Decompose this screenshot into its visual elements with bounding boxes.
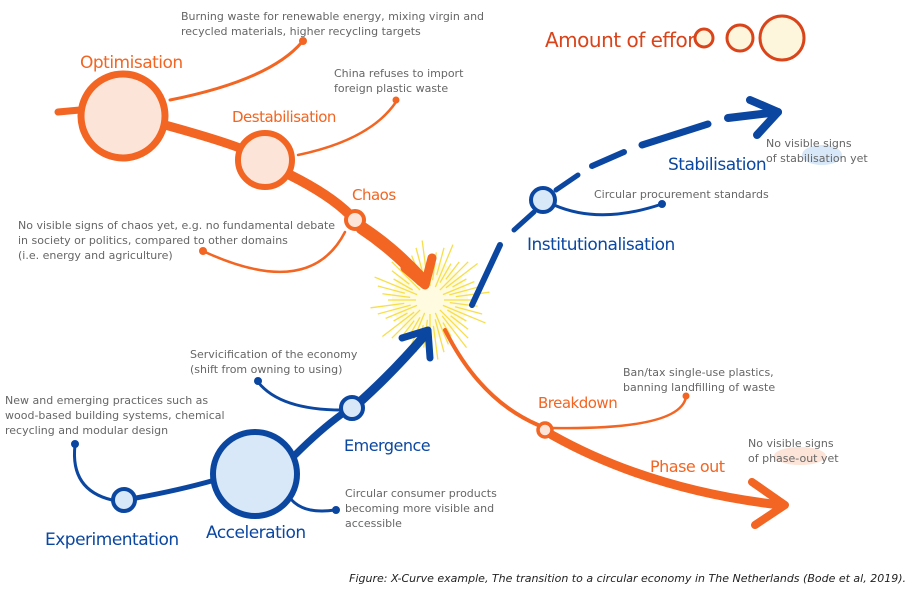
chaos-label: Chaos (352, 186, 396, 204)
note-line: wood-based building systems, chemical (5, 409, 225, 422)
breakdown-label: Breakdown (538, 394, 617, 412)
acceleration-effort-circle (210, 429, 300, 519)
optimisation-effort-circle (77, 70, 169, 162)
burst-ray (434, 312, 449, 345)
institutionalisation-note: Circular procurement standards (594, 188, 769, 201)
note-line: of stabilisation yet (766, 152, 868, 165)
burst-ray (370, 302, 405, 309)
experimentation-label: Experimentation (45, 530, 179, 550)
burst-ray (434, 319, 445, 353)
burst-ray (393, 278, 414, 291)
destabilisation-label: Destabilisation (232, 108, 336, 126)
burst-ray (393, 312, 408, 322)
burst-ray (391, 309, 421, 339)
note-line: accessible (345, 517, 402, 530)
acceleration-label: Acceleration (206, 523, 306, 543)
stabilisation-curve (469, 96, 782, 308)
chaos-effort-circle (344, 209, 366, 231)
note-line: No visible signs of chaos yet, e.g. no f… (18, 219, 335, 232)
institutionalisation-effort-circle (529, 186, 557, 214)
burst-ray (442, 322, 452, 337)
legend-circle-large (758, 14, 806, 62)
figure-caption: Figure: X-Curve example, The transition … (349, 572, 906, 585)
destabilisation-effort-circle (235, 130, 295, 190)
emergence-curve (71, 326, 434, 514)
note-line: of phase-out yet (748, 452, 839, 465)
note-line: Burning waste for renewable energy, mixi… (181, 10, 484, 23)
note-line: Ban/tax single-use plastics, (623, 366, 774, 379)
emergence-effort-circle (339, 395, 365, 421)
acceleration-note: Circular consumer products becoming more… (345, 487, 497, 530)
burst-ray (382, 311, 415, 338)
stabilisation-highlight (802, 145, 842, 165)
breakdown-note: Ban/tax single-use plastics, banning lan… (623, 366, 775, 394)
destabilisation-note: China refuses to import foreign plastic … (334, 67, 464, 95)
note-line: No visible signs (766, 137, 852, 150)
note-line: New and emerging practices such as (5, 394, 208, 407)
burst-ray (445, 262, 478, 289)
burst-ray (445, 261, 460, 280)
burst-ray (454, 306, 483, 315)
burst-ray (377, 285, 406, 294)
burst-ray (442, 304, 486, 324)
burst-ray (439, 263, 452, 284)
burst-ray (434, 244, 454, 288)
emergence-note: Servicification of the economy (shift fr… (190, 348, 358, 376)
burst-ray (377, 304, 411, 315)
legend-title: Amount of effort (545, 28, 703, 52)
legend-circle-small (693, 27, 715, 49)
burst-ray (432, 325, 439, 360)
burst-ray (436, 247, 445, 276)
institutionalisation-label: Institutionalisation (527, 235, 675, 255)
burst-ray (391, 261, 421, 291)
stabilisation-label: Stabilisation (668, 155, 766, 175)
transition-starburst (370, 240, 490, 360)
burst-ray (439, 309, 469, 339)
note-line: Circular consumer products (345, 487, 497, 500)
breakdown-effort-circle (536, 421, 554, 439)
note-line: No visible signs (748, 437, 834, 450)
note-line: recycled materials, higher recycling tar… (181, 25, 421, 38)
burst-ray (382, 293, 411, 299)
phase-out-note: No visible signs of phase-out yet (748, 437, 839, 465)
experimentation-effort-circle (111, 487, 137, 513)
burst-ray (374, 276, 418, 296)
legend-circle-medium (725, 23, 755, 53)
burst-ray (452, 278, 467, 288)
note-line: Servicification of the economy (190, 348, 358, 361)
burst-ray (450, 315, 469, 330)
burst-ray (385, 304, 418, 319)
note-line: in society or politics, compared to othe… (18, 234, 288, 247)
burst-ray (442, 281, 475, 296)
chaos-note: No visible signs of chaos yet, e.g. no f… (18, 219, 335, 262)
note-line: becoming more visible and (345, 502, 494, 515)
phase-out-highlight (774, 447, 826, 465)
phase-out-label: Phase out (650, 457, 725, 476)
note-line: (shift from owning to using) (190, 363, 342, 376)
burst-ray (455, 291, 490, 298)
optimisation-note: Burning waste for renewable energy, mixi… (181, 10, 484, 38)
burst-ray (446, 309, 467, 322)
burst-ray (441, 315, 468, 348)
burst-ray (391, 270, 410, 285)
note-line: China refuses to import (334, 67, 464, 80)
stabilisation-note: No visible signs of stabilisation yet (766, 137, 868, 165)
burst-ray (439, 261, 469, 291)
burst-ray (449, 285, 483, 296)
note-line: foreign plastic waste (334, 82, 448, 95)
note-line: recycling and modular design (5, 424, 168, 437)
note-line: Circular procurement standards (594, 188, 769, 201)
phase-out-curve (443, 328, 789, 529)
optimisation-label: Optimisation (80, 53, 183, 73)
decline-curve (54, 37, 437, 290)
note-line: (i.e. energy and agriculture) (18, 249, 173, 262)
emergence-label: Emergence (344, 436, 430, 455)
experimentation-note: New and emerging practices such as wood-… (5, 394, 225, 437)
note-line: banning landfilling of waste (623, 381, 775, 394)
